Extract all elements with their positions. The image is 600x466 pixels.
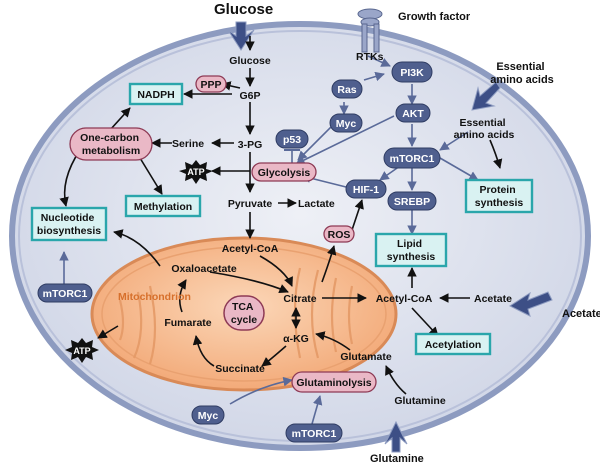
svg-text:TCA cycle: TCA cycle [231, 301, 257, 326]
pathway-arrows [59, 36, 503, 425]
svg-text:PPP: PPP [200, 79, 221, 91]
acetyl-coa-mito-label: Acetyl-CoA [222, 243, 279, 255]
svg-text:mTORC1: mTORC1 [390, 153, 435, 165]
svg-text:PI3K: PI3K [400, 67, 424, 79]
citrate-label: Citrate [283, 293, 316, 305]
svg-text:ATP: ATP [73, 346, 90, 356]
svg-text:Glycolysis: Glycolysis [258, 167, 311, 179]
myc-bottom-node: Myc [191, 405, 225, 425]
atp-top-icon: ATP [179, 160, 213, 184]
acetylation-box: Acetylation [414, 332, 492, 356]
svg-text:mTORC1: mTORC1 [43, 288, 88, 300]
glycolysis-node: Glycolysis [251, 162, 317, 182]
mtorc1-top-node: mTORC1 [383, 147, 441, 169]
svg-text:HIF-1: HIF-1 [353, 184, 379, 196]
essential-aa-outside-label: Essential amino acids [490, 61, 554, 86]
svg-text:Ras: Ras [337, 84, 356, 96]
three-pg-label: 3-PG [238, 139, 263, 151]
tca-cycle-node: TCA cycle [223, 295, 265, 331]
akg-label: α-KG [283, 333, 309, 345]
svg-text:p53: p53 [283, 134, 301, 146]
rtks-label: RTKs [356, 51, 384, 63]
growth-factor-receptor-icon [357, 8, 383, 53]
svg-text:Lipid synthesis: Lipid synthesis [387, 238, 436, 263]
pi3k-node: PI3K [391, 61, 433, 83]
acetate-inside-label: Acetate [474, 293, 512, 305]
svg-text:AKT: AKT [402, 108, 424, 120]
svg-text:mTORC1: mTORC1 [292, 428, 337, 440]
ros-node: ROS [323, 225, 355, 243]
lipid-synthesis-box: Lipid synthesis [374, 232, 448, 268]
svg-text:One-carbon metabolism: One-carbon metabolism [80, 132, 142, 157]
acetyl-coa-cyto-label: Acetyl-CoA [376, 293, 433, 305]
mitochondrion-label: Mitochondrion [118, 291, 191, 303]
mtorc1-bottom-node: mTORC1 [285, 423, 343, 443]
svg-text:Glutaminolysis: Glutaminolysis [296, 377, 371, 389]
svg-text:Methylation: Methylation [134, 201, 192, 213]
one-carbon-node: One-carbon metabolism [69, 127, 153, 161]
lactate-label: Lactate [298, 198, 335, 210]
svg-text:Nucleotide biosynthesis: Nucleotide biosynthesis [37, 212, 101, 237]
glucose-input-label: Glucose [214, 1, 273, 18]
glucose-inner-label: Glucose [229, 55, 271, 67]
nadph-box: NADPH [128, 82, 184, 106]
glutamate-label: Glutamate [340, 351, 392, 363]
serine-label: Serine [172, 138, 204, 150]
nucleotide-box: Nucleotide biosynthesis [30, 206, 108, 242]
svg-text:Protein synthesis: Protein synthesis [475, 184, 524, 209]
srebp-node: SREBP [387, 191, 437, 211]
glutamine-outside-label: Glutamine [370, 453, 424, 465]
atp-bottom-icon: ATP [65, 338, 99, 363]
myc-top-node: Myc [329, 113, 363, 133]
hif1-node: HIF-1 [345, 179, 387, 199]
entry-arrows [227, 21, 553, 453]
acetate-outside-label: Acetate [562, 308, 600, 320]
svg-text:NADPH: NADPH [137, 89, 174, 101]
glutaminolysis-node: Glutaminolysis [291, 371, 377, 393]
svg-text:Acetylation: Acetylation [425, 339, 482, 351]
oxaloacetate-label: Oxaloacetate [171, 263, 237, 275]
pyruvate-label: Pyruvate [228, 198, 273, 210]
akt-node: AKT [395, 103, 431, 123]
svg-text:SREBP: SREBP [394, 196, 430, 208]
g6p-label: G6P [239, 90, 260, 102]
ras-node: Ras [331, 79, 363, 99]
svg-text:ROS: ROS [328, 229, 351, 241]
growth-factor-label: Growth factor [398, 11, 471, 23]
p53-node: p53 [275, 129, 309, 149]
glutamine-inside-label: Glutamine [394, 395, 446, 407]
methylation-box: Methylation [124, 194, 202, 218]
protein-synthesis-box: Protein synthesis [464, 178, 534, 214]
svg-text:Myc: Myc [198, 410, 219, 422]
svg-text:Myc: Myc [336, 118, 357, 130]
mtorc1-left-node: mTORC1 [37, 283, 93, 303]
fumarate-label: Fumarate [164, 317, 211, 329]
svg-text:ATP: ATP [187, 167, 204, 177]
essential-aa-inside-label: Essential amino acids [454, 117, 515, 141]
ppp-node: PPP [195, 75, 227, 93]
succinate-label: Succinate [215, 363, 265, 375]
